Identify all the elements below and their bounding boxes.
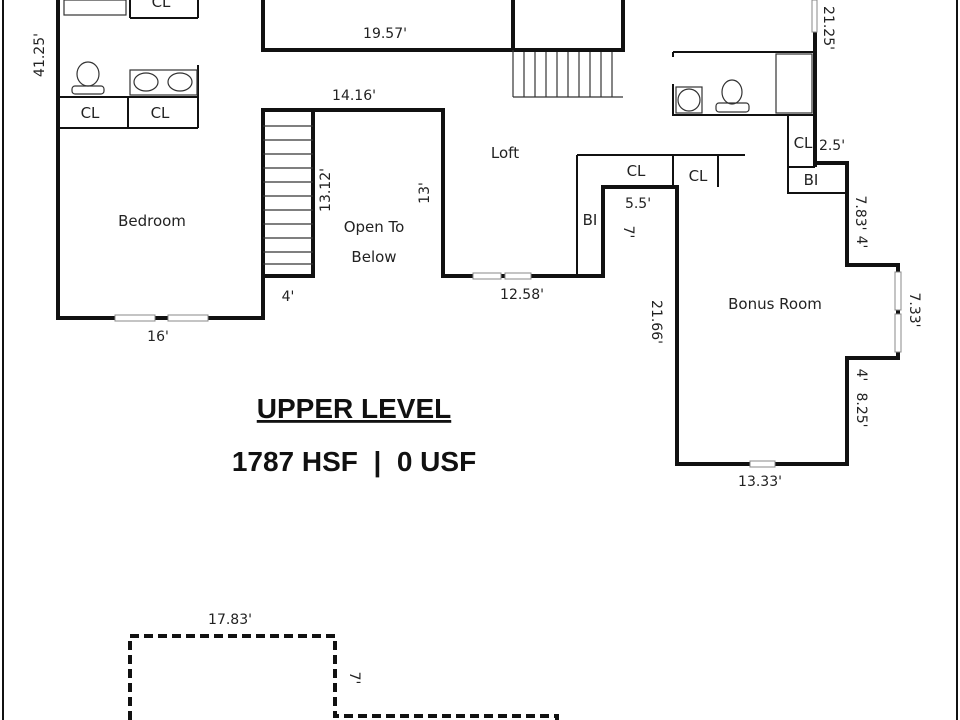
top-rooms <box>261 0 625 98</box>
built-in-label: BI <box>804 171 819 189</box>
dimension-label: 7' <box>620 226 636 239</box>
dimension-label: 13.33' <box>738 474 782 490</box>
dimension-label: 16' <box>147 329 169 345</box>
dimension-label: 12.58' <box>500 287 544 303</box>
dimension-label: 19.57' <box>363 26 407 42</box>
dimension-label: 13' <box>417 182 433 204</box>
closet-label: CL <box>152 0 171 11</box>
dimension-label: 7' <box>346 672 362 685</box>
dimension-label: 17.83' <box>208 612 252 628</box>
room-label-open-to-below: Open To <box>344 218 405 236</box>
stairs-left <box>261 108 315 278</box>
dimension-label: 2.5' <box>819 138 845 154</box>
dimension-label: 8.25' <box>853 392 869 427</box>
dimension-label: 5.5' <box>625 196 651 212</box>
room-label-open-to-below-2: Below <box>351 248 396 266</box>
toilet-icon <box>721 79 743 105</box>
built-in-label: BI <box>583 211 598 229</box>
closet-label: CL <box>627 162 646 180</box>
dimension-label: 4' <box>282 289 295 305</box>
bathtub-icon <box>775 53 813 114</box>
dimension-label: 7.33' <box>906 292 922 327</box>
room-label-loft: Loft <box>491 144 519 162</box>
dimension-label: 4' <box>853 369 869 382</box>
room-label-bonus-room: Bonus Room <box>728 295 822 313</box>
dimension-label: 41.25' <box>32 33 48 77</box>
closet-label: CL <box>81 104 100 122</box>
area-summary: 1787 HSF | 0 USF <box>232 446 476 477</box>
loft-walls <box>311 108 745 280</box>
closet-label: CL <box>689 167 708 185</box>
dimension-label: 4' <box>853 236 869 249</box>
level-title: UPPER LEVEL <box>257 393 451 424</box>
closet-label: CL <box>151 104 170 122</box>
dimension-label: 14.16' <box>332 88 376 104</box>
unfinished-area-outline <box>128 634 559 720</box>
toilet-icon <box>76 61 100 87</box>
dimension-label: 21.66' <box>648 300 664 344</box>
dimension-label: 13.12' <box>318 168 334 212</box>
dimension-label: 21.25' <box>820 6 836 50</box>
room-label-bedroom: Bedroom <box>118 212 186 230</box>
hall-bath <box>672 0 818 167</box>
bonus-room-walls <box>675 115 902 468</box>
dimension-label: 7.83' <box>852 195 868 230</box>
closet-label: CL <box>794 134 813 152</box>
bedroom-walls <box>56 0 265 322</box>
